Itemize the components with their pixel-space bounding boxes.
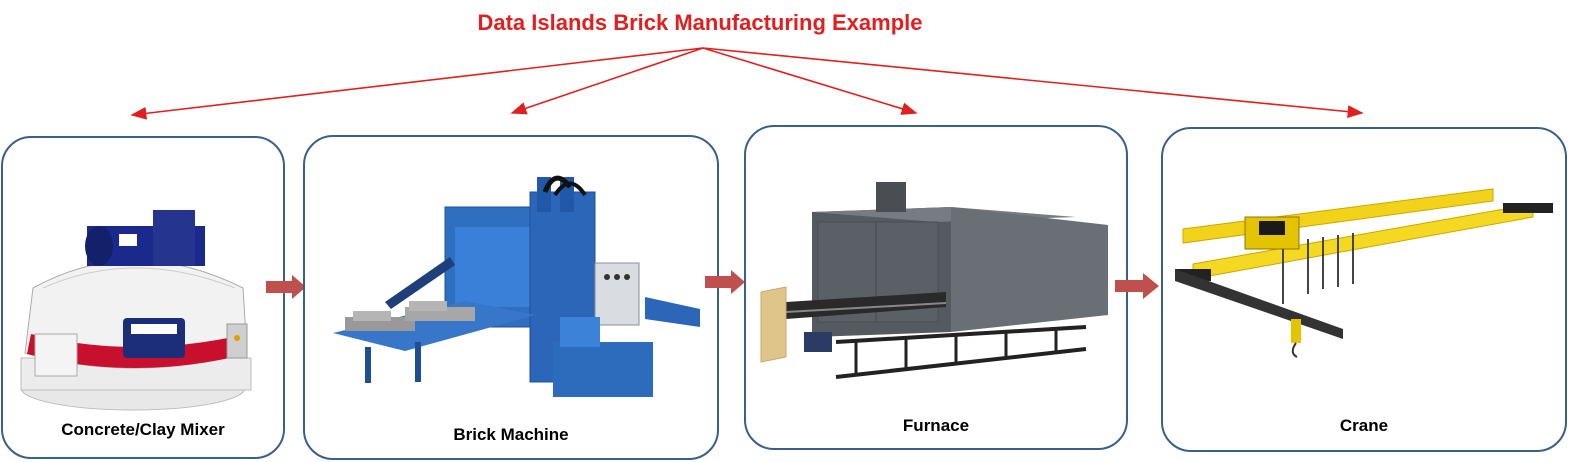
title-arrows [130, 47, 1364, 120]
arrow-to-mixer [130, 47, 704, 120]
furnace-label: Furnace [902, 416, 970, 435]
overhead-crane-image [1175, 188, 1553, 358]
card-brick-machine: Brick Machine [303, 135, 719, 460]
furnace-image [760, 182, 1108, 379]
crane-label: Crane [1339, 416, 1389, 435]
arrow-to-crane [702, 47, 1364, 118]
brick-machine-image [333, 175, 700, 397]
flow-arrow-2 [705, 270, 745, 294]
planetary-mixer-image [20, 210, 252, 411]
mixer-label: Concrete/Clay Mixer [61, 420, 225, 439]
card-crane: Crane [1161, 127, 1567, 452]
arrow-to-brick-machine [510, 47, 704, 115]
card-furnace: Furnace [744, 125, 1128, 450]
brick-machine-label: Brick Machine [453, 425, 569, 444]
card-mixer: Concrete/Clay Mixer [1, 136, 285, 459]
flow-arrow-1 [266, 275, 306, 299]
flow-arrow-3 [1115, 273, 1159, 299]
arrow-to-furnace [702, 47, 918, 115]
diagram-title: Data Islands Brick Manufacturing Example [477, 10, 923, 35]
